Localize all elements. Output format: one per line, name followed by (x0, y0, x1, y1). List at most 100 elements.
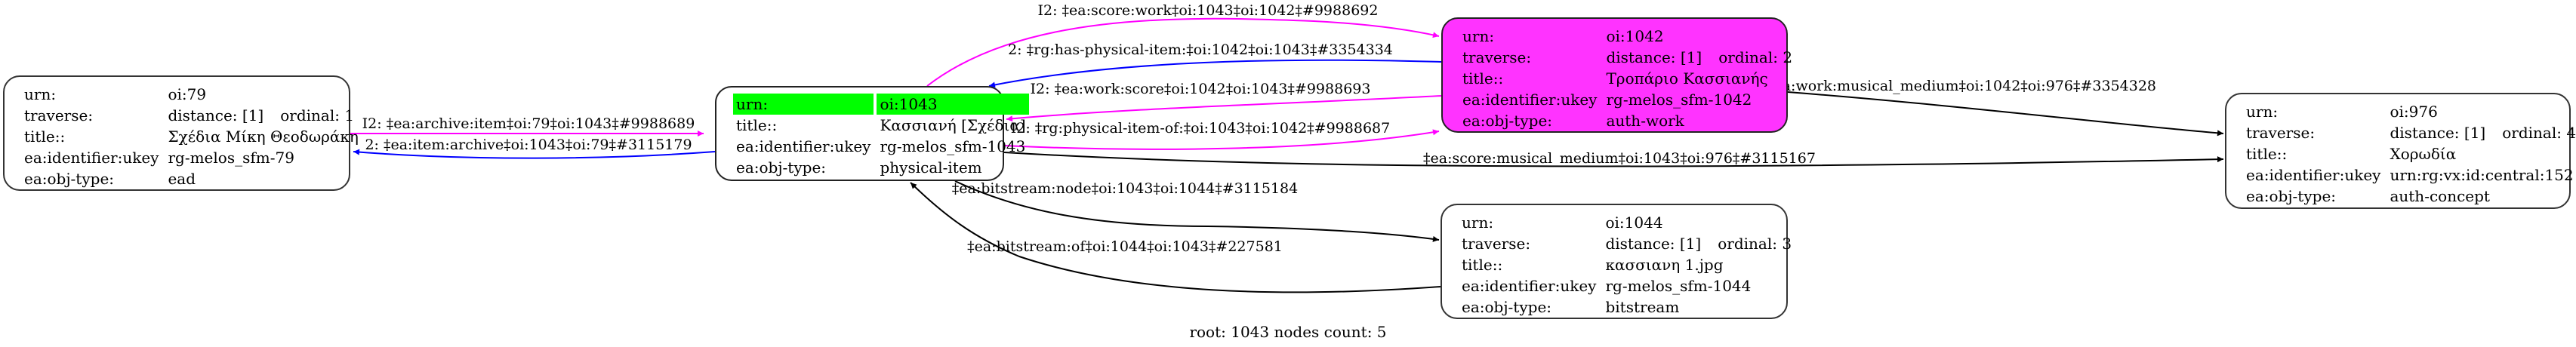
attr-row-type: ea:obj-type: auth-work (1459, 110, 1795, 131)
edge-label-e7: ‡ea:score:musical_medium‡oi:1043‡oi:976‡… (1423, 150, 1816, 167)
edge-label-e1: I2: ‡ea:archive:item‡oi:79‡oi:1043‡#9988… (362, 115, 695, 132)
attr-key: urn: (1462, 213, 1494, 232)
edge-e3 (926, 17, 1440, 87)
node-attributes: urn: oi:79 traverse: distance: [1] ordinal:… (18, 84, 365, 189)
attr-row-urn: urn:oi:1043 (733, 94, 1029, 115)
attr-value-type: bitstream (1605, 298, 1680, 316)
distance: distance: [1] (168, 106, 264, 124)
node-oi-1042[interactable]: urn: oi:1042 traverse:distance: [1]ordina… (1441, 17, 1792, 133)
edge-e6 (1003, 129, 1440, 150)
edge-e5 (1006, 95, 1442, 122)
attr-row-title: title::Χορωδία (2243, 143, 2576, 164)
attr-key: urn: (24, 85, 57, 103)
attr-value-ukey: rg-melos_sfm-1042 (1606, 91, 1752, 109)
attr-key: title:: (2246, 145, 2288, 163)
node-attributes: urn: oi:976 traverse: distance: [1]ordinal… (2240, 101, 2576, 207)
attr-key: ea:obj-type: (2246, 187, 2337, 205)
attr-value-traverse: distance: [1] ordinal: 3 (1602, 233, 1795, 254)
attr-row-title: title::Τροπάριο Κασσιανής (1459, 68, 1795, 89)
attr-row-urn: urn: oi:1042 (1459, 26, 1795, 47)
attr-key: ea:identifier:ukey (736, 137, 871, 155)
attr-row-urn: urn: oi:79 (21, 84, 362, 105)
attr-value-ukey: rg-melos_sfm-1043 (880, 137, 1026, 155)
edge-e8 (1787, 91, 2224, 137)
node-oi-79[interactable]: urn: oi:79 traverse: distance: [1] ordinal:… (3, 75, 359, 191)
attr-row-traverse: traverse: distance: [1] ordinal: 3 (1459, 233, 1795, 254)
edge-e10 (910, 182, 1441, 293)
edge-e2 (353, 149, 716, 159)
attr-row-type: ea:obj-type: auth-concept (2243, 186, 2576, 207)
attr-value-type: auth-concept (2390, 187, 2490, 205)
ordinal: ordinal: 3 (1718, 235, 1792, 253)
attr-value-title: Χορωδία (2390, 145, 2457, 163)
node-oi-1043-root[interactable]: urn:oi:1043 title::Κασσιανή [Σχέδια] ea:… (715, 86, 1029, 181)
attr-row-traverse: traverse: distance: [1]ordinal: 4 (2243, 122, 2576, 143)
attr-key: ea:obj-type: (1462, 112, 1553, 130)
edge-e7 (1003, 152, 2224, 167)
edge-label-e3: I2: ‡ea:score:work‡oi:1043‡oi:1042‡#9988… (1038, 2, 1379, 19)
attr-key: ea:obj-type: (1462, 298, 1552, 316)
attr-row-ukey: ea:identifier:ukey urn:rg:vx:id:central:1… (2243, 164, 2576, 186)
attr-value-title: Κασσιανή [Σχέδια] (880, 116, 1026, 134)
attr-key: title:: (1462, 256, 1503, 274)
attr-key: urn: (733, 94, 874, 115)
attr-key: ea:identifier:ukey (2246, 166, 2381, 184)
attr-key: urn: (2246, 103, 2279, 121)
attr-value-urn: oi:976 (2390, 103, 2438, 121)
edge-label-e4: 2: ‡rg:has-physical-item:‡oi:1042‡oi:104… (1008, 41, 1393, 58)
edge-label-e10: ‡ea:bitstream:of‡oi:1044‡oi:1043‡#227581 (967, 238, 1283, 255)
attr-key: ea:identifier:ukey (1462, 91, 1598, 109)
attr-value-type: physical-item (880, 158, 982, 177)
attr-row-type: ea:obj-type: bitstream (1459, 296, 1795, 318)
attr-value-type: auth-work (1606, 112, 1684, 130)
attr-value-urn: oi:1044 (1605, 213, 1663, 232)
edge-label-e5: I2: ‡ea:work:score‡oi:1042‡oi:1043‡#9988… (1031, 81, 1371, 97)
attr-value-title: Τροπάριο Κασσιανής (1606, 69, 1768, 88)
attr-key: ea:obj-type: (736, 158, 827, 177)
attr-key: traverse: (24, 106, 94, 124)
attr-value-urn: oi:1042 (1606, 27, 1664, 45)
edge-e4 (988, 59, 1442, 88)
node-attributes: urn: oi:1044 traverse: distance: [1] ordina… (1456, 212, 1798, 318)
attr-value-urn: oi:1043 (877, 94, 1029, 115)
edge-label-e9: ‡ea:bitstream:node‡oi:1043‡oi:1044‡#3115… (952, 180, 1298, 197)
attr-row-ukey: ea:identifier:ukey rg-melos_sfm-1043 (733, 136, 1029, 157)
graph-footer-caption: root: 1043 nodes count: 5 (1189, 323, 1387, 341)
attr-row-traverse: traverse:distance: [1]ordinal: 2 (1459, 47, 1795, 68)
edge-e9 (954, 180, 1440, 242)
node-attributes: urn:oi:1043 title::Κασσιανή [Σχέδια] ea:… (730, 94, 1032, 178)
attr-key: ea:obj-type: (24, 170, 115, 188)
attr-value-title: κασσιανη 1.jpg (1605, 256, 1724, 274)
node-oi-1044[interactable]: urn: oi:1044 traverse: distance: [1] ordina… (1441, 204, 1792, 319)
attr-value-ukey: rg-melos_sfm-79 (168, 149, 294, 167)
node-oi-976[interactable]: urn: oi:976 traverse: distance: [1]ordinal… (2225, 93, 2576, 209)
attr-key: traverse: (1462, 48, 1532, 66)
attr-row-urn: urn: oi:1044 (1459, 212, 1795, 233)
attr-value-traverse: distance: [1]ordinal: 4 (2386, 122, 2576, 143)
attr-row-urn: urn: oi:976 (2243, 101, 2576, 122)
attr-row-type: ea:obj-type: ead (21, 168, 362, 189)
distance: distance: [1] (1605, 235, 1702, 253)
attr-value-ukey: urn:rg:vx:id:central:152 (2390, 166, 2574, 184)
node-attributes: urn: oi:1042 traverse:distance: [1]ordina… (1456, 26, 1798, 131)
attr-key: traverse: (2246, 124, 2316, 142)
edge-label-e2: 2: ‡ea:item:archive‡oi:1043‡oi:79‡#31151… (365, 137, 692, 153)
ordinal: ordinal: 1 (280, 106, 355, 124)
attr-row-title: title::Σχέδια Μίκη Θεοδωράκη (21, 126, 362, 147)
ordinal: ordinal: 4 (2502, 124, 2576, 142)
attr-value-type: ead (168, 170, 196, 188)
attr-key: title:: (24, 127, 66, 146)
attr-row-type: ea:obj-type: physical-item (733, 157, 1029, 178)
attr-key: ea:identifier:ukey (24, 149, 159, 167)
attr-row-traverse: traverse: distance: [1] ordinal: 1 (21, 105, 362, 126)
edge-label-e6: I2: ‡rg:physical-item-of:‡oi:1043‡oi:104… (1011, 120, 1390, 137)
attr-row-ukey: ea:identifier:ukey rg-melos_sfm-79 (21, 147, 362, 168)
attr-key: traverse: (1462, 235, 1531, 253)
attr-key: urn: (1462, 27, 1495, 45)
attr-value-urn: oi:79 (168, 85, 207, 103)
attr-row-title: title::κασσιανη 1.jpg (1459, 254, 1795, 275)
attr-row-ukey: ea:identifier:ukey rg-melos_sfm-1042 (1459, 89, 1795, 110)
attr-key: title:: (736, 116, 778, 134)
attr-key: ea:identifier:ukey (1462, 277, 1597, 295)
